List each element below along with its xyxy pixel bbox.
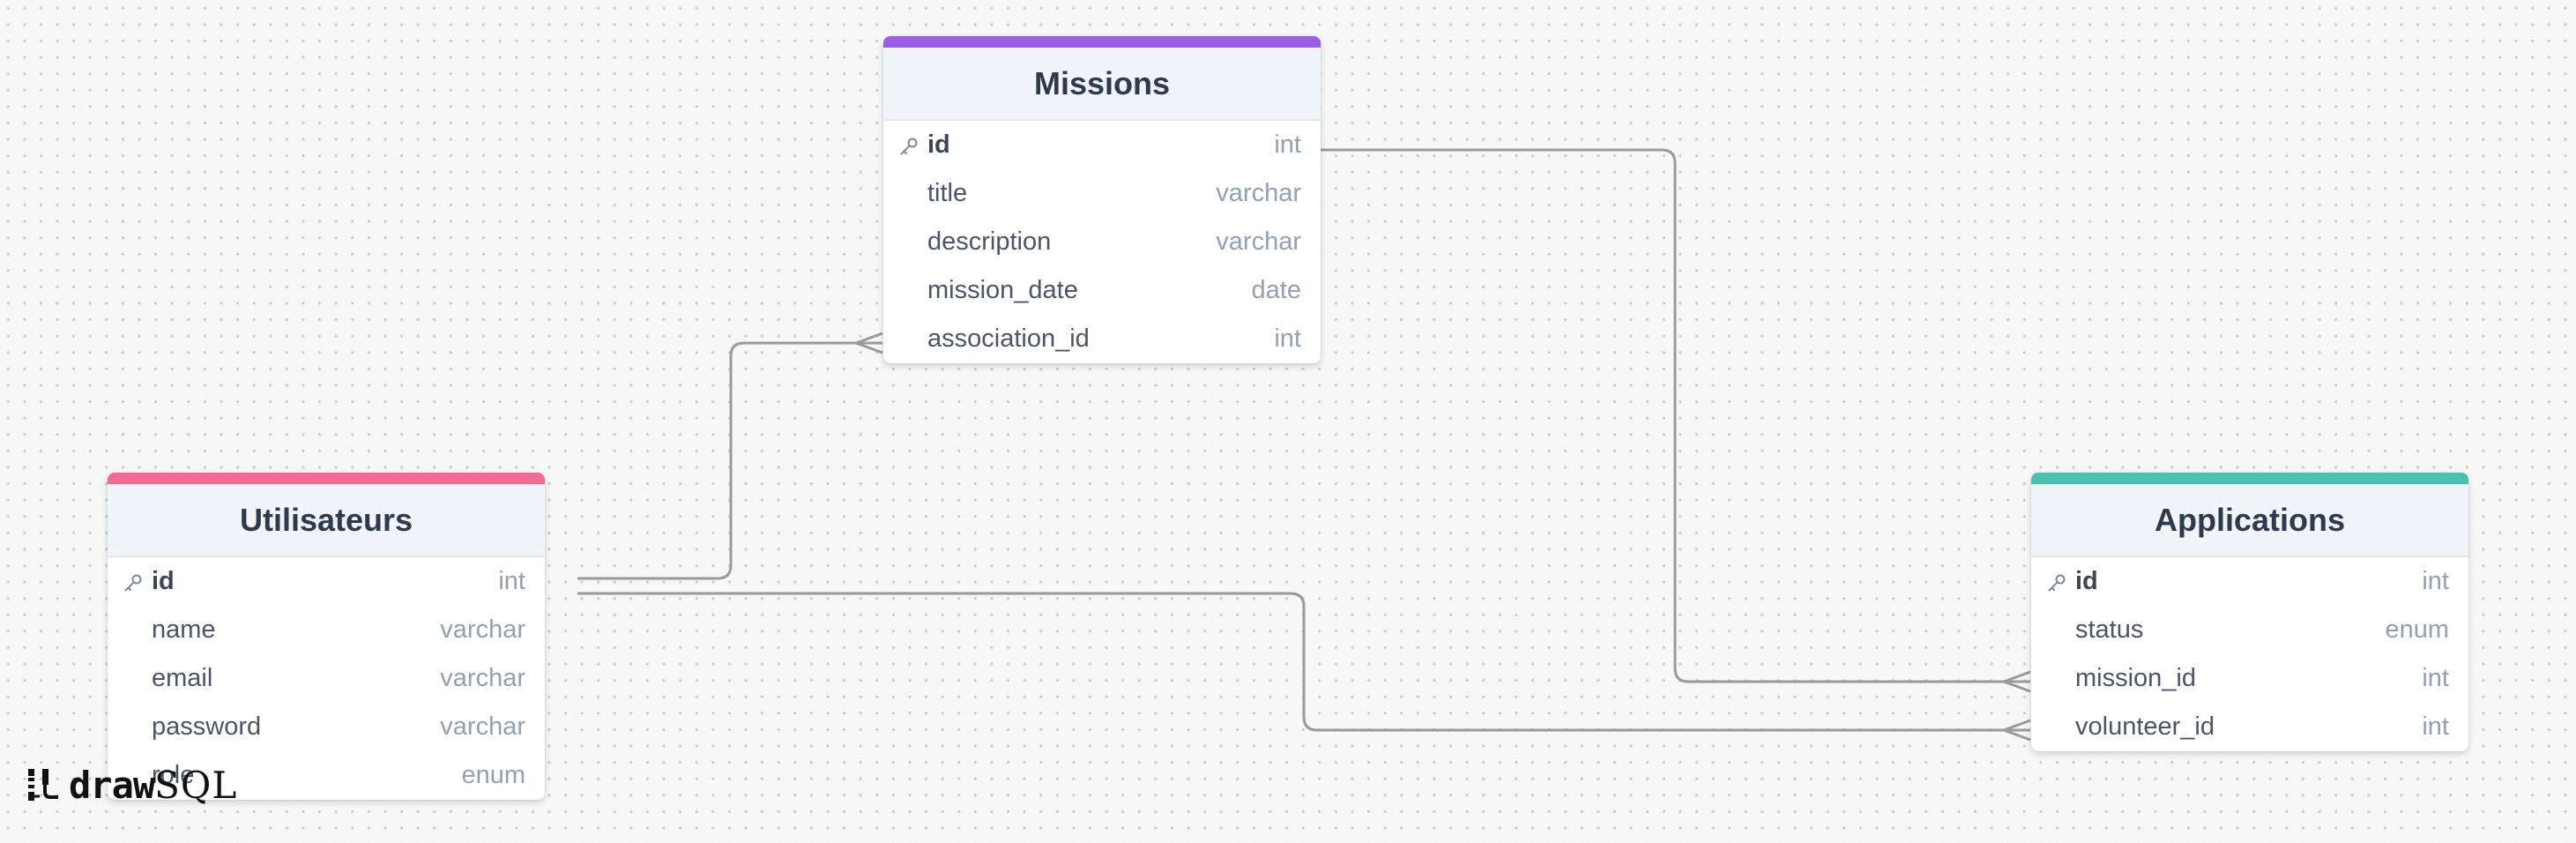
column-type: enum (2385, 615, 2449, 644)
drawsql-logo[interactable]: draw SQL (26, 760, 237, 809)
key-icon (900, 138, 918, 155)
column-type: varchar (440, 664, 525, 692)
column-type: varchar (1216, 179, 1301, 207)
column-row-email[interactable]: email varchar (108, 654, 545, 703)
crowfoot-applications-mission-id (2003, 670, 2031, 693)
column-row-id[interactable]: id int (883, 121, 1321, 169)
column-name: role (152, 761, 195, 789)
column-name: title (927, 179, 968, 207)
column-name: name (152, 615, 216, 644)
column-name: status (2075, 615, 2144, 644)
column-type: varchar (1216, 228, 1301, 256)
table-header[interactable]: Applications (2031, 484, 2468, 557)
column-name: description (927, 228, 1052, 256)
relationship-utilisateurs-applications[interactable] (577, 592, 2030, 732)
relationship-utilisateurs-missions[interactable] (577, 341, 882, 580)
column-type: varchar (440, 615, 525, 644)
column-name: association_id (927, 325, 1090, 353)
relationship-missions-applications[interactable] (1321, 148, 2030, 683)
column-row-status[interactable]: status enum (2031, 606, 2468, 654)
table-accent-bar (883, 36, 1321, 48)
logo-text-draw: draw (69, 763, 155, 807)
table-applications[interactable]: Applications id int status enum mission_… (2031, 473, 2468, 751)
table-utilisateurs[interactable]: Utilisateurs id int name varchar email v… (108, 473, 545, 800)
column-type: enum (461, 761, 525, 789)
column-name: password (152, 712, 262, 741)
column-row-title[interactable]: title varchar (883, 169, 1321, 218)
column-type: int (498, 567, 525, 595)
column-name: volunteer_id (2075, 712, 2215, 741)
column-type: int (2422, 712, 2449, 741)
table-title: Applications (2154, 501, 2346, 538)
table-missions[interactable]: Missions id int title varchar descriptio… (883, 36, 1321, 363)
table-header[interactable]: Utilisateurs (108, 484, 545, 557)
column-row-id[interactable]: id int (2031, 557, 2468, 606)
logo-text-sql: SQL (154, 763, 238, 807)
column-row-mission-id[interactable]: mission_id int (2031, 654, 2468, 703)
column-row-id[interactable]: id int (108, 557, 545, 606)
key-icon (124, 574, 142, 592)
table-header[interactable]: Missions (883, 48, 1321, 121)
column-type: int (1274, 325, 1301, 353)
table-accent-bar (108, 473, 545, 484)
column-row-name[interactable]: name varchar (108, 606, 545, 654)
column-name: id (2075, 567, 2098, 595)
table-title: Utilisateurs (239, 501, 413, 538)
column-name: id (927, 131, 950, 159)
column-name: mission_id (2075, 664, 2196, 692)
table-title: Missions (1033, 64, 1171, 101)
column-row-association-id[interactable]: association_id int (883, 315, 1321, 363)
table-accent-bar (2031, 473, 2468, 484)
column-row-role[interactable]: role enum (108, 751, 545, 800)
column-type: varchar (440, 712, 525, 741)
key-icon (2048, 574, 2066, 592)
column-type: int (2422, 664, 2449, 692)
column-type: int (1274, 131, 1301, 159)
column-row-description[interactable]: description varchar (883, 218, 1321, 266)
crowfoot-missions-association-id (855, 332, 883, 354)
column-name: id (152, 567, 175, 595)
column-type: date (1251, 276, 1301, 304)
crowfoot-applications-volunteer-id (2003, 719, 2031, 742)
column-type: int (2422, 567, 2449, 595)
drawsql-logo-icon (28, 769, 58, 801)
column-name: mission_date (927, 276, 1078, 304)
column-row-password[interactable]: password varchar (108, 703, 545, 751)
column-row-volunteer-id[interactable]: volunteer_id int (2031, 703, 2468, 751)
column-name: email (152, 664, 213, 692)
column-row-mission-date[interactable]: mission_date date (883, 266, 1321, 315)
